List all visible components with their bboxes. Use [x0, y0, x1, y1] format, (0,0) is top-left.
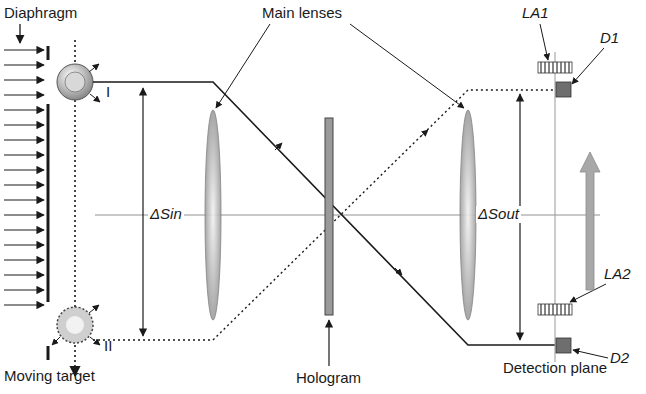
lenslet-array: [538, 62, 572, 73]
part-label: LA1: [522, 5, 549, 22]
beam-arrow: [4, 154, 44, 155]
part-label: D1: [600, 30, 619, 47]
main-lens: [205, 110, 221, 320]
beam-arrow: [4, 274, 44, 275]
beam-arrow: [4, 244, 44, 245]
target-core: [65, 72, 85, 92]
part-label: Diaphragm: [4, 5, 77, 22]
lenslet-array: [538, 304, 572, 315]
detection-plane: [555, 52, 556, 362]
ray-direction: [420, 130, 428, 137]
beam-arrow: [4, 229, 44, 230]
ray-ii: [93, 90, 555, 340]
leader-line: [540, 24, 548, 60]
illumination-beam: [4, 50, 44, 305]
ray-direction: [275, 143, 282, 150]
ray-i: [93, 82, 555, 345]
dimension-label: ΔSin: [148, 206, 184, 223]
diaphragm-pointer: [19, 24, 20, 43]
beam-arrow: [4, 139, 44, 140]
part-label: LA2: [604, 266, 631, 283]
hologram-pointer: [328, 320, 329, 366]
part-label: Hologram: [296, 370, 361, 387]
leader-line: [573, 350, 608, 358]
target-core: [66, 316, 84, 334]
beam-arrow: [4, 49, 44, 50]
scatter-arrows: [52, 64, 100, 345]
leader-line: [572, 48, 604, 84]
leader-line: [350, 24, 464, 108]
dimension-label: ΔSout: [476, 206, 521, 223]
beam-arrow: [4, 124, 44, 125]
beam-arrow: [4, 64, 44, 65]
hologram-plate: [325, 118, 333, 315]
diaphragm: [47, 46, 50, 360]
part-label: Detection plane: [500, 360, 610, 377]
detector: [556, 82, 571, 97]
target-position-i: [57, 64, 93, 100]
beam-arrow: [4, 79, 44, 80]
beam-arrow: [4, 199, 44, 200]
beam-arrow: [4, 289, 44, 290]
beam-arrow: [4, 214, 44, 215]
part-label: D2: [610, 350, 629, 367]
position-label: I: [106, 84, 110, 101]
detector: [556, 338, 571, 353]
leader-line: [216, 24, 270, 108]
main-lens: [460, 110, 476, 320]
part-label: Main lenses: [262, 5, 342, 22]
beam-arrow: [4, 169, 44, 170]
beam-arrow: [4, 259, 44, 260]
beam-arrow: [4, 304, 44, 305]
beam-arrow: [4, 184, 44, 185]
target-position-ii: [57, 307, 93, 343]
beam-arrow: [4, 109, 44, 110]
part-label: Moving target: [4, 368, 95, 385]
scan-direction-arrow: [580, 152, 600, 290]
position-label: II: [104, 338, 112, 355]
ray-direction: [395, 268, 402, 275]
beam-arrow: [4, 94, 44, 95]
dimension-arrow: [142, 88, 143, 336]
